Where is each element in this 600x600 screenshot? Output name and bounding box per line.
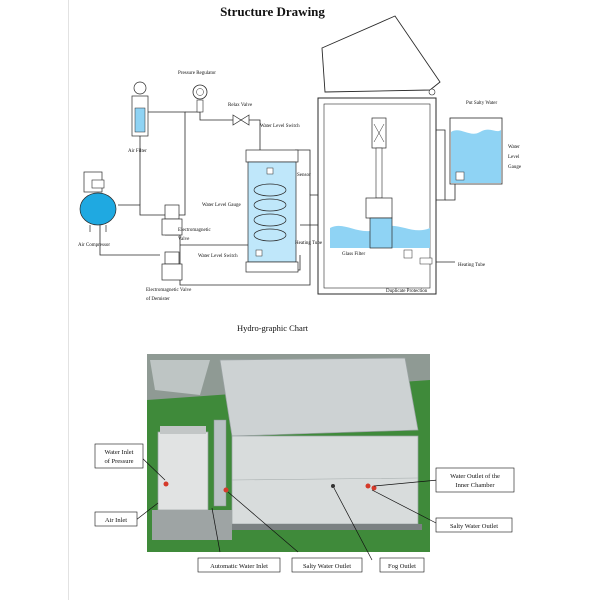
salt-spray-machine <box>152 357 422 540</box>
svg-text:Air Inlet: Air Inlet <box>105 517 127 524</box>
label-water-level-switch-top: Water Level Switch <box>260 124 300 129</box>
svg-text:Water Inlet: Water Inlet <box>105 449 134 456</box>
salty-water-tank <box>449 117 503 185</box>
photo-label-salty-water-outlet-right: Salty Water Outlet <box>435 517 513 533</box>
structure-drawing-title: Structure Drawing <box>220 4 325 19</box>
photo-label-air-inlet: Air Inlet <box>94 511 138 527</box>
page-margin-rule <box>68 0 69 600</box>
label-water-level-switch-bottom: Water Level Switch <box>198 254 238 259</box>
label-water-level-gauge-right: Water Level Gauge <box>508 145 522 170</box>
svg-text:Salty Water Outlet: Salty Water Outlet <box>303 563 351 570</box>
svg-text:Salty Water Outlet: Salty Water Outlet <box>450 523 498 530</box>
svg-text:of Pressure: of Pressure <box>104 458 133 465</box>
svg-text:Water Outlet of the: Water Outlet of the <box>450 473 500 480</box>
label-duplicate-protection: Duplicate Protection <box>386 289 428 294</box>
label-water-level-gauge: Water Level Gauge <box>202 203 242 208</box>
relax-valve <box>232 114 250 126</box>
hydro-graphic-title: Hydro-graphic Chart <box>236 323 309 333</box>
photo-label-salty-water-outlet-bottom: Salty Water Outlet <box>291 557 363 573</box>
label-glass-filter: Glass Filter <box>342 252 366 257</box>
water-tank <box>245 149 299 273</box>
photo-label-water-inlet-pressure: Water Inlet of Pressure <box>94 443 144 469</box>
label-electromagnetic-valve-demister: Electromagnetic Valve of Demister <box>146 288 193 302</box>
label-heating-tube-inner: Heating Tube <box>295 241 323 246</box>
label-pressure-regulator: Pressure Regulator <box>178 71 216 76</box>
label-air-compressor: Air Compressor <box>78 243 110 248</box>
svg-text:Fog Outlet: Fog Outlet <box>388 563 416 570</box>
label-relax-valve: Relax Valve <box>228 103 253 108</box>
photo-label-automatic-water-inlet: Automatic Water Inlet <box>197 557 281 573</box>
label-put-salty-water: Put Salty Water <box>466 101 498 106</box>
svg-text:Inner Chamber: Inner Chamber <box>455 482 495 489</box>
electromagnetic-valve <box>161 204 183 236</box>
air-compressor <box>79 171 117 232</box>
photo-label-water-outlet-inner: Water Outlet of the Inner Chamber <box>435 467 515 493</box>
photo-label-fog-outlet: Fog Outlet <box>379 557 425 573</box>
hydro-graphic-chart: Water Inlet of Pressure Air Inlet Automa… <box>94 354 515 573</box>
label-air-filter: Air Filter <box>128 149 147 154</box>
label-electromagnetic-valve: Electromagnetic Valve <box>178 228 212 242</box>
air-filter <box>131 81 149 137</box>
test-chamber <box>317 15 441 295</box>
structure-drawing: Pressure Regulator Relax Valve Air Filte… <box>78 15 522 302</box>
label-heating-tube-right: Heating Tube <box>458 263 486 268</box>
pressure-regulator <box>192 84 208 113</box>
svg-text:Automatic Water Inlet: Automatic Water Inlet <box>210 563 268 570</box>
electromagnetic-valve-demister <box>161 251 183 281</box>
label-sensor: Sensor <box>297 173 311 178</box>
